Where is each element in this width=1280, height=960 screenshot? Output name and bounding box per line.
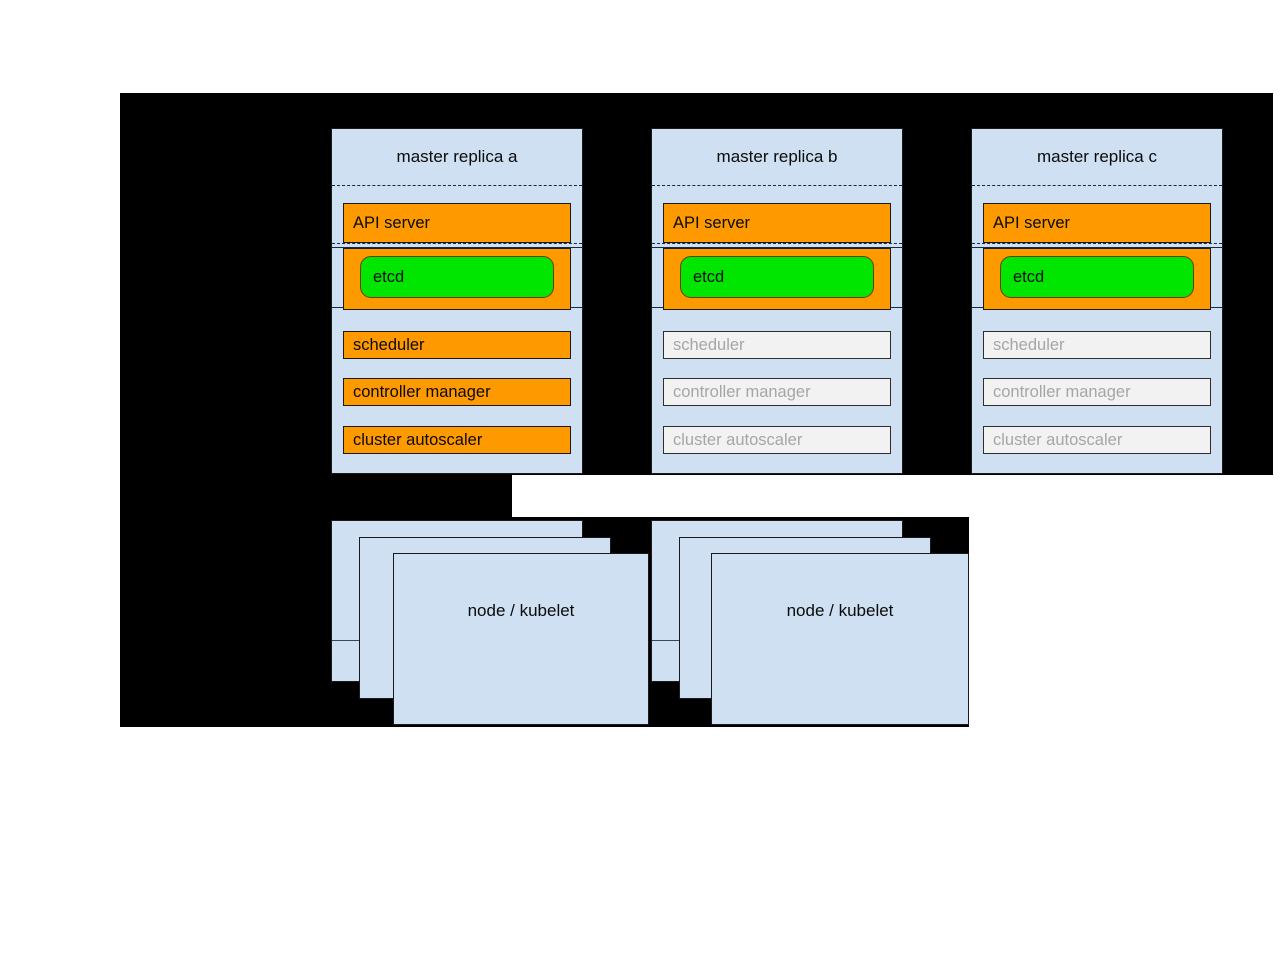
scheduler-c-label: scheduler bbox=[993, 335, 1065, 354]
api-server-c[interactable]: API server bbox=[983, 203, 1211, 243]
controller-manager-b[interactable]: controller manager bbox=[663, 378, 891, 406]
replica-a-etcd-top-rule bbox=[332, 247, 582, 248]
replica-c-api-separator bbox=[972, 243, 1222, 244]
scheduler-c[interactable]: scheduler bbox=[983, 331, 1211, 359]
api-server-a[interactable]: API server bbox=[343, 203, 571, 243]
cluster-autoscaler-c[interactable]: cluster autoscaler bbox=[983, 426, 1211, 454]
node-stack-2-label: node / kubelet bbox=[786, 601, 894, 620]
api-server-b[interactable]: API server bbox=[663, 203, 891, 243]
api-server-a-label: API server bbox=[353, 214, 431, 232]
scheduler-b-label: scheduler bbox=[673, 335, 745, 354]
controller-manager-c[interactable]: controller manager bbox=[983, 378, 1211, 406]
replica-a-api-separator bbox=[332, 243, 582, 244]
etcd-b-label: etcd bbox=[693, 267, 725, 286]
controller-manager-c-label: controller manager bbox=[993, 382, 1131, 401]
controller-manager-a-label: controller manager bbox=[353, 382, 491, 401]
cluster-autoscaler-a[interactable]: cluster autoscaler bbox=[343, 426, 571, 454]
replica-c-etcd-top-rule bbox=[972, 247, 1222, 248]
cluster-autoscaler-c-label: cluster autoscaler bbox=[993, 430, 1123, 449]
node-stack-1-card-front[interactable]: node / kubelet bbox=[393, 553, 649, 725]
cluster-autoscaler-b-label: cluster autoscaler bbox=[673, 430, 803, 449]
etcd-a[interactable]: etcd bbox=[360, 256, 554, 298]
cluster-autoscaler-b[interactable]: cluster autoscaler bbox=[663, 426, 891, 454]
scheduler-b[interactable]: scheduler bbox=[663, 331, 891, 359]
master-replica-c-title: master replica c bbox=[1037, 147, 1157, 166]
scheduler-a[interactable]: scheduler bbox=[343, 331, 571, 359]
replica-b-api-separator bbox=[652, 243, 902, 244]
etcd-b[interactable]: etcd bbox=[680, 256, 874, 298]
replica-c-title-separator bbox=[972, 185, 1222, 186]
etcd-c[interactable]: etcd bbox=[1000, 256, 1194, 298]
master-replica-a-title: master replica a bbox=[396, 147, 518, 166]
controller-manager-b-label: controller manager bbox=[673, 382, 811, 401]
replica-b-title-separator bbox=[652, 185, 902, 186]
api-server-c-label: API server bbox=[993, 214, 1071, 232]
node-stack-1-label: node / kubelet bbox=[467, 601, 575, 620]
etcd-c-label: etcd bbox=[1013, 267, 1045, 286]
node-stack-2-card-front[interactable]: node / kubelet bbox=[711, 553, 969, 725]
replica-b-etcd-top-rule bbox=[652, 247, 902, 248]
etcd-a-label: etcd bbox=[373, 267, 405, 286]
controller-manager-a[interactable]: controller manager bbox=[343, 378, 571, 406]
backdrop-plate-left-notch bbox=[120, 475, 512, 517]
api-server-b-label: API server bbox=[673, 214, 751, 232]
cluster-autoscaler-a-label: cluster autoscaler bbox=[353, 430, 483, 449]
replica-a-title-separator bbox=[332, 185, 582, 186]
master-replica-b-title: master replica b bbox=[716, 147, 838, 166]
scheduler-a-label: scheduler bbox=[353, 335, 425, 354]
